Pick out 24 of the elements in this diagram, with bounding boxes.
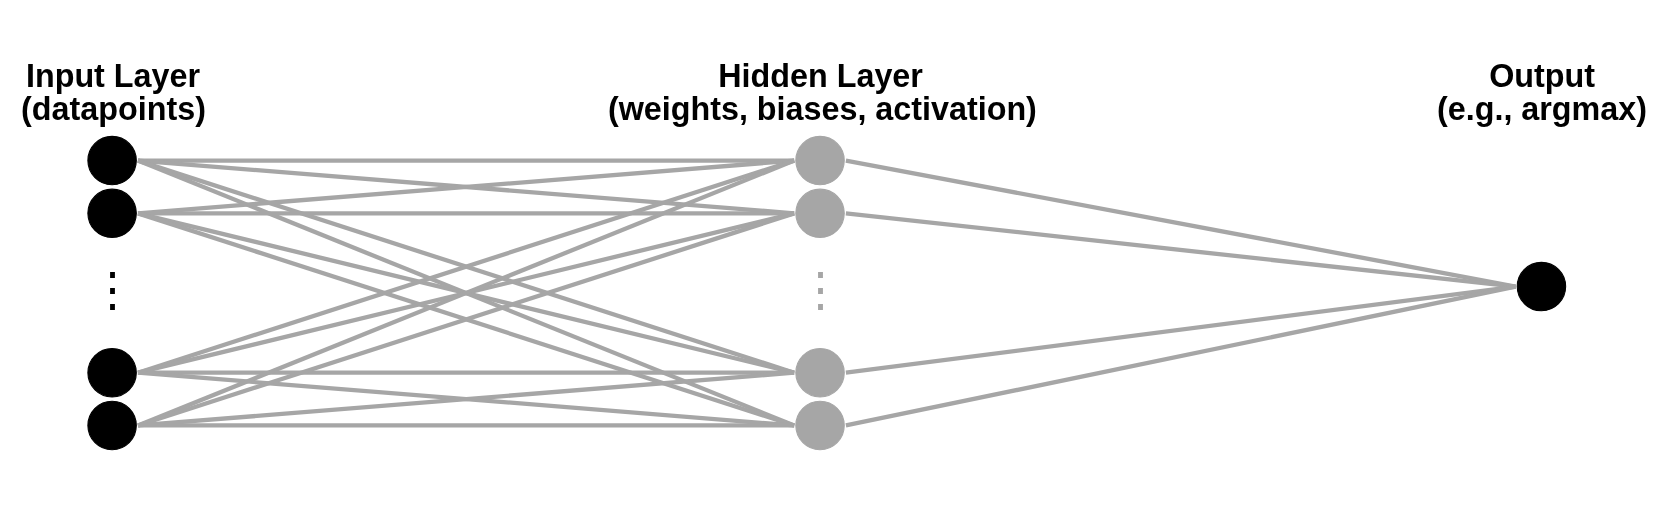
label: ⋮ xyxy=(88,261,136,315)
connector xyxy=(137,210,795,375)
connector xyxy=(845,157,1516,289)
node-circle xyxy=(87,135,137,185)
connector xyxy=(137,157,795,215)
node-circle xyxy=(795,400,845,450)
connector xyxy=(137,370,795,428)
connector xyxy=(137,210,795,427)
label: ⋮ xyxy=(796,261,844,315)
label: Output (e.g., argmax) xyxy=(1437,57,1647,127)
node-circle xyxy=(795,347,845,397)
connector xyxy=(137,422,795,428)
node-circle xyxy=(795,135,845,185)
label: Hidden Layer (weights, biases, activation) xyxy=(607,57,1037,127)
node-circle xyxy=(87,188,137,238)
connector xyxy=(137,157,795,163)
node-circle xyxy=(87,400,137,450)
connector xyxy=(137,158,795,375)
node-circle xyxy=(87,347,137,397)
node-circle xyxy=(795,188,845,238)
connector xyxy=(137,158,795,427)
node-circle xyxy=(1516,261,1567,311)
label: Input Layer (datapoints) xyxy=(21,57,206,127)
connector xyxy=(845,210,1516,289)
